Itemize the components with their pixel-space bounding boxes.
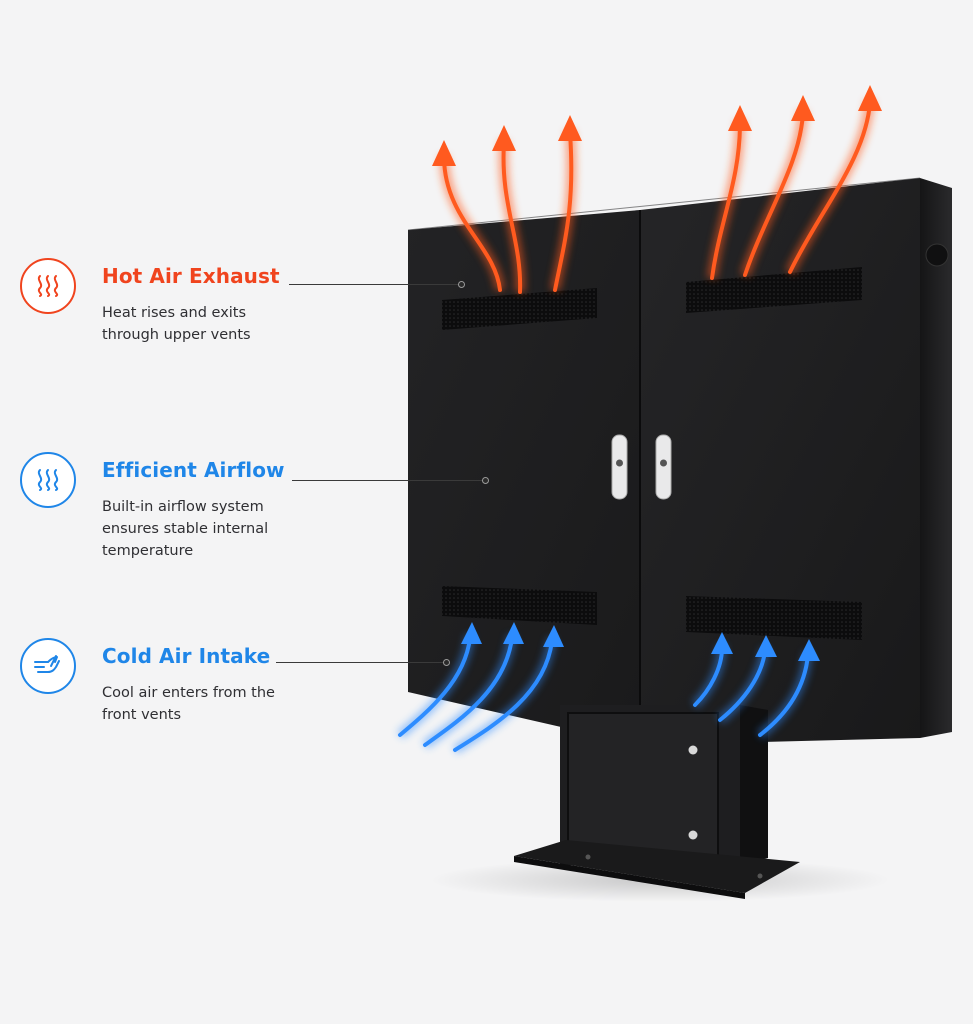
airflow-leader-line: [292, 480, 484, 481]
feature-title: Efficient Airflow: [102, 458, 285, 482]
airflow-leader-dot: [482, 477, 489, 484]
right-door-handle: [655, 434, 672, 500]
cold-air-arrows: [397, 622, 820, 754]
heat-waves-icon: [20, 452, 76, 508]
hot-air-arrows: [432, 85, 882, 294]
left-door-handle: [611, 434, 628, 500]
feature-description: Built-in airflow system ensures stable i…: [102, 499, 269, 559]
lower-right-vent: [686, 596, 862, 640]
upper-right-vent: [686, 267, 862, 313]
lower-left-vent: [442, 586, 597, 625]
cold-air-leader-line: [276, 662, 446, 663]
feature-title: Cold Air Intake: [102, 644, 271, 668]
cabinet-right-door: [640, 178, 920, 745]
wind-hand-icon: [20, 638, 76, 694]
hot-air-leader-dot: [458, 281, 465, 288]
side-vent-icon: [925, 243, 949, 267]
cold-air-leader-dot: [443, 659, 450, 666]
heat-waves-icon: [20, 258, 76, 314]
upper-left-vent: [442, 288, 597, 330]
cabinet-side-panel: [920, 178, 952, 738]
feature-title: Hot Air Exhaust: [102, 264, 280, 288]
hot-air-leader-line: [289, 284, 461, 285]
pedestal-stand: [514, 705, 800, 899]
feature-description: Cool air enters from the front vents: [102, 685, 275, 723]
feature-description: Heat rises and exits through upper vents: [102, 305, 251, 343]
